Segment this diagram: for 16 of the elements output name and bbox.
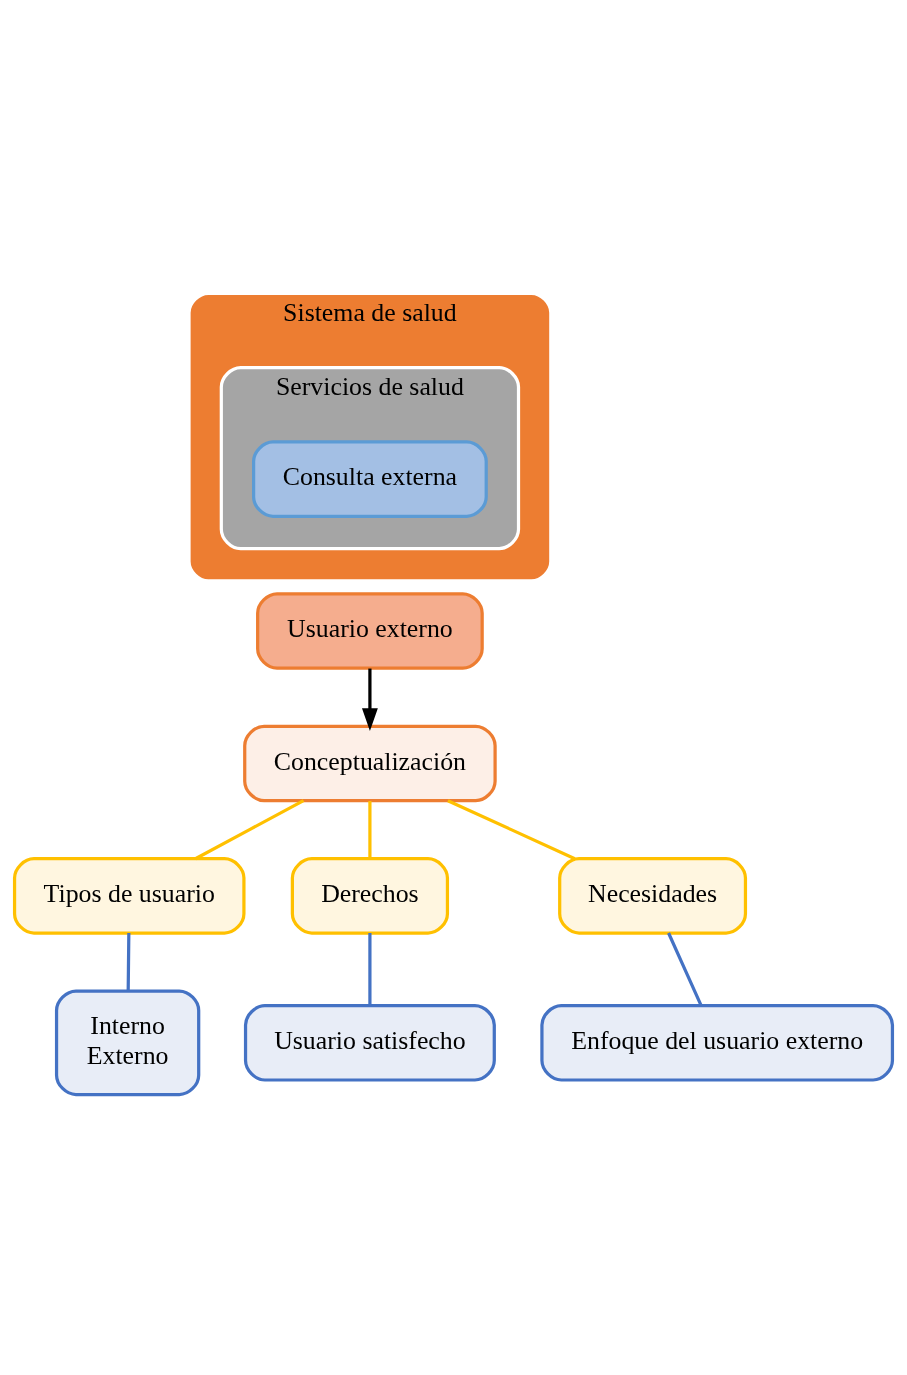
connector bbox=[447, 799, 576, 861]
node-box: Derechos bbox=[290, 857, 450, 935]
node-box: Usuario externo bbox=[256, 592, 484, 670]
node-box: Usuario satisfecho bbox=[243, 1004, 496, 1082]
connector bbox=[667, 932, 703, 1007]
arrow bbox=[362, 668, 378, 731]
node-box: Consulta externa bbox=[252, 440, 488, 518]
node-box: Conceptualización bbox=[243, 724, 497, 803]
node-box: Interno Externo bbox=[54, 989, 201, 1097]
node-box: Necesidades bbox=[558, 857, 748, 935]
connector bbox=[368, 933, 372, 1006]
connector bbox=[194, 799, 305, 861]
node-box: Tipos de usuario bbox=[12, 857, 246, 935]
connector bbox=[368, 801, 372, 859]
connector bbox=[126, 933, 131, 991]
node-box: Enfoque del usuario externo bbox=[540, 1004, 895, 1082]
